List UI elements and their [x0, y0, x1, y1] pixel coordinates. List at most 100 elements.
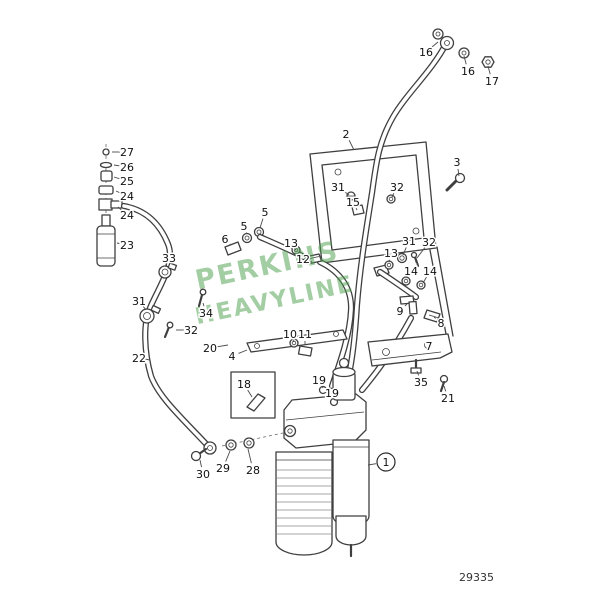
callout-circle	[376, 452, 396, 472]
callout-7: 7	[426, 340, 433, 353]
callout-8: 8	[438, 317, 445, 330]
callout-leader	[225, 450, 231, 462]
callout-leader	[259, 218, 264, 229]
callout-leader	[113, 176, 121, 180]
callout-leader	[246, 232, 248, 235]
callout-3: 3	[454, 156, 461, 169]
callout-10: 10	[283, 328, 297, 341]
callout-21: 21	[441, 392, 455, 405]
callout-31: 31	[132, 295, 146, 308]
callout-31: 31	[402, 235, 416, 248]
callout-leader	[229, 243, 232, 246]
callout-leader	[457, 168, 460, 177]
callout-leader	[416, 370, 420, 376]
callout-33: 33	[162, 252, 176, 265]
callout-24: 24	[120, 190, 134, 203]
clip-15	[351, 204, 365, 216]
callout-32: 32	[184, 324, 198, 337]
callout-12: 12	[296, 253, 310, 266]
callout-leader	[416, 247, 426, 259]
callout-leader	[117, 206, 123, 211]
fuel-filter-assembly	[221, 357, 370, 558]
item-18-box	[230, 371, 276, 419]
callout-leader	[115, 190, 121, 194]
fuel-hose-top	[344, 40, 450, 383]
water-separator-bowl	[335, 515, 367, 546]
callout-19: 19	[325, 387, 339, 400]
callout-32: 32	[422, 236, 436, 249]
callout-27: 27	[120, 146, 134, 159]
callout-20: 20	[203, 342, 217, 355]
callout-leader	[145, 358, 151, 361]
callout-2: 2	[343, 128, 350, 141]
callout-leader	[348, 140, 355, 151]
banjo-bottom	[190, 437, 255, 462]
callout-leader	[443, 385, 447, 392]
callout-leader	[463, 55, 467, 65]
callout-15: 15	[346, 196, 360, 209]
callout-leader	[292, 340, 295, 343]
callout-leader	[202, 302, 205, 307]
callout-leader	[247, 389, 253, 398]
callout-1: 1	[383, 456, 390, 469]
callout-31: 31	[331, 181, 345, 194]
callout-leader	[406, 276, 408, 279]
screw-3	[445, 172, 466, 192]
filter-cartridge-left	[275, 451, 333, 556]
callout-leader	[116, 242, 121, 245]
callout-11: 11	[298, 328, 312, 341]
fuel-hose-left	[120, 202, 212, 450]
callout-leader	[216, 344, 229, 348]
callout-28: 28	[246, 464, 260, 477]
figure-number: 29335	[459, 571, 494, 584]
callout-leader	[355, 208, 358, 211]
callout-leader	[343, 190, 350, 196]
callout-14: 14	[404, 265, 418, 278]
callout-leader	[487, 65, 491, 75]
callout-14: 14	[423, 265, 437, 278]
callout-35: 35	[414, 376, 428, 389]
callout-leader	[199, 459, 202, 468]
callout-leader	[142, 306, 147, 311]
callout-leader	[367, 463, 377, 466]
callout-16: 16	[419, 46, 433, 59]
callout-24: 24	[120, 209, 134, 222]
callout-30: 30	[196, 468, 210, 481]
callout-16: 16	[461, 65, 475, 78]
callout-leader	[402, 247, 407, 256]
callout-leader	[165, 264, 168, 268]
callout-leader	[309, 260, 313, 263]
fittings-right	[373, 251, 441, 323]
callout-9: 9	[397, 305, 404, 318]
foot-bracket	[367, 333, 453, 393]
callout-leader	[238, 349, 248, 354]
mounting-plate	[309, 141, 454, 337]
plate-screws	[346, 191, 396, 216]
check-valve-stack	[96, 144, 123, 267]
callout-13: 13	[384, 247, 398, 260]
callout-23: 23	[120, 239, 134, 252]
callout-5: 5	[241, 220, 248, 233]
callout-leader	[431, 41, 439, 48]
callout-leader	[321, 386, 324, 389]
filter-head	[283, 393, 367, 449]
callout-32: 32	[390, 181, 404, 194]
callout-6: 6	[222, 233, 229, 246]
banjo-bolt-17	[481, 56, 495, 68]
callout-22: 22	[132, 352, 146, 365]
callout-leader	[294, 248, 297, 251]
callout-leader	[113, 164, 121, 167]
callout-25: 25	[120, 175, 134, 188]
callout-5: 5	[262, 206, 269, 219]
callout-18: 18	[237, 378, 251, 391]
callout-leader	[404, 303, 408, 307]
banjo-fitting-top	[432, 28, 495, 68]
callout-26: 26	[120, 161, 134, 174]
callout-29: 29	[216, 462, 230, 475]
callout-4: 4	[229, 350, 236, 363]
filter-cartridge-right	[332, 439, 370, 527]
callout-leader	[422, 276, 427, 284]
